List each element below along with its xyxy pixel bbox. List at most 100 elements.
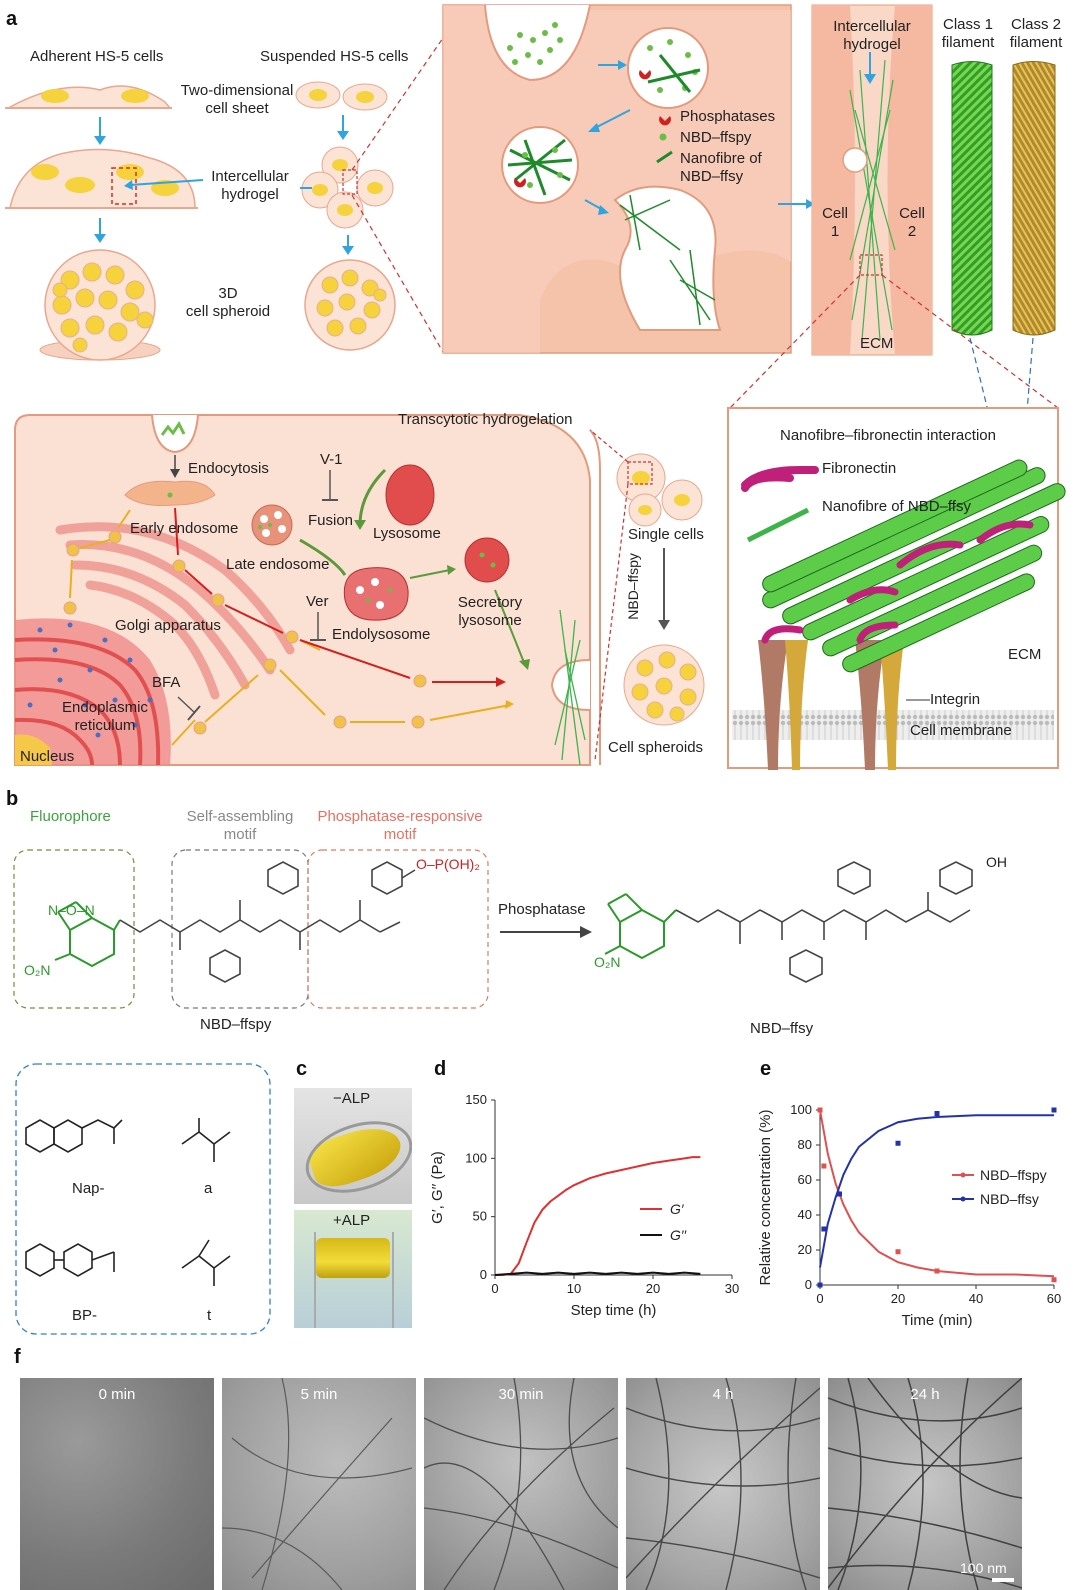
tem-fibres-24h <box>828 1378 1022 1590</box>
tem-image-30min: 30 min <box>424 1378 618 1590</box>
data-point-nbd-ffsy <box>895 1140 901 1146</box>
junction-hydrogel-label: Intercellular hydrogel <box>818 18 926 54</box>
x-tick-label: 0 <box>491 1281 498 1296</box>
er-line1: Endoplasmic <box>62 699 148 716</box>
tem-label-5min: 5 min <box>300 1386 338 1403</box>
x-axis-label: Step time (h) <box>571 1302 657 1319</box>
secretory-line2: lysosome <box>458 612 522 629</box>
class2-line1: Class 2 <box>1010 16 1062 33</box>
legend-nbd-ffspy: NBD–ffspy <box>680 129 752 146</box>
minus-alp-photo <box>294 1088 412 1204</box>
tem-label-4h: 4 h <box>712 1386 734 1403</box>
y-tick-label: 60 <box>798 1172 812 1187</box>
self-assembling-line2: motif <box>223 826 257 843</box>
x-tick-label: 30 <box>725 1281 739 1296</box>
y-axis-label: Relative concentration (%) <box>757 1110 774 1286</box>
y-tick-label: 40 <box>798 1207 812 1222</box>
spheroid-line1: 3D <box>218 285 238 302</box>
cell2-line1: Cell <box>899 205 925 222</box>
right-o2n: O₂N <box>594 954 621 970</box>
self-assembling-label: Self-assembling motif <box>175 808 305 844</box>
legend-label-g-double-prime: G′′ <box>670 1227 688 1243</box>
phosphatase-responsive-line1: Phosphatase-responsive <box>317 808 483 825</box>
bfa-label: BFA <box>152 674 181 691</box>
phosphatase-responsive-label: Phosphatase-responsive motif <box>305 808 495 844</box>
left-n-o-n: N–O–N <box>48 902 95 918</box>
transcytosis-cell <box>14 414 601 766</box>
panel-b-structures <box>13 849 973 1009</box>
two-dimensional-line2: cell sheet <box>205 100 269 117</box>
adherent-title: Adherent HS-5 cells <box>30 48 164 65</box>
x-tick-label: 10 <box>567 1281 581 1296</box>
scale-bar <box>992 1578 1014 1582</box>
self-assembling-line1: Self-assembling <box>186 808 294 825</box>
data-point-nbd-ffspy <box>895 1249 901 1255</box>
adherent-cell-sheet <box>5 85 172 109</box>
cell2-line2: 2 <box>907 223 917 240</box>
data-point-nbd-ffspy <box>934 1268 940 1274</box>
data-point-nbd-ffsy <box>934 1111 940 1116</box>
tem-image-24h: 24 h <box>828 1378 1022 1590</box>
x-tick-label: 40 <box>969 1291 983 1306</box>
intercellular-hydrogel-line1: Intercellular <box>211 168 289 185</box>
right-compound-name: NBD–ffsy <box>750 1020 814 1037</box>
nf-interaction-title: Nanofibre–fibronectin interaction <box>780 427 996 444</box>
v1-label: V-1 <box>320 451 343 468</box>
tem-label-24h: 24 h <box>910 1386 940 1403</box>
cell-junction-panel <box>811 4 933 356</box>
cell-spheroids-label: Cell spheroids <box>608 739 704 756</box>
legend-nanofibre: Nanofibre of NBD–ffsy <box>680 150 762 186</box>
tem-fibres-5min <box>222 1378 413 1590</box>
t-label: t <box>207 1307 212 1324</box>
class1-filament <box>951 61 993 336</box>
er-line2: reticulum <box>74 717 136 734</box>
minus-alp-tube-rim <box>296 1108 412 1204</box>
late-endosome-label: Late endosome <box>226 556 330 573</box>
junction-hydrogel-line2: hydrogel <box>843 36 901 53</box>
ecm-interaction-panel <box>727 407 1066 770</box>
nap-label: Nap- <box>72 1180 105 1197</box>
ver-label: Ver <box>306 593 329 610</box>
panel-label-d: d <box>434 1058 447 1080</box>
fit-line-nbd-ffspy <box>819 1109 1055 1278</box>
nanofibre-ffsy-label: Nanofibre of NBD–ffsy <box>822 498 971 515</box>
legend-marker-nbd-ffsy <box>960 1196 966 1202</box>
cell1-line1: Cell <box>822 205 848 222</box>
x-tick-label: 0 <box>816 1291 823 1306</box>
tem-label-30min: 30 min <box>498 1386 544 1403</box>
phosphatase-responsive-line2: motif <box>383 826 417 843</box>
class1-line2: filament <box>941 34 995 51</box>
two-dimensional-label: Two-dimensional cell sheet <box>172 82 302 118</box>
nucleus-label: Nucleus <box>20 748 75 765</box>
golgi-label: Golgi apparatus <box>115 617 221 634</box>
class2-label: Class 2 filament <box>1004 16 1068 52</box>
legend-nanofibre-line1: Nanofibre of <box>680 150 762 167</box>
y-tick-label: 50 <box>473 1209 487 1224</box>
er-label: Endoplasmic reticulum <box>55 699 155 735</box>
fibronectin-label: Fibronectin <box>822 460 897 477</box>
intercellular-hydrogel-label: Intercellular hydrogel <box>200 168 300 204</box>
cell-spheroids-illustration <box>623 644 705 726</box>
x-tick-label: 20 <box>646 1281 660 1296</box>
plus-alp-tube <box>314 1232 394 1328</box>
data-point-nbd-ffspy <box>1051 1277 1057 1283</box>
integrin-label: Integrin <box>930 691 981 708</box>
y-tick-label: 0 <box>805 1277 812 1292</box>
suspended-spheroid <box>304 259 396 351</box>
left-o2n: O₂N <box>24 962 51 978</box>
adherent-spheroid <box>39 249 161 361</box>
data-point-nbd-ffsy <box>817 1282 823 1288</box>
panel-label-f: f <box>14 1346 21 1368</box>
series-line-g-prime <box>495 1156 701 1276</box>
panel-label-e: e <box>760 1058 772 1080</box>
phosphate-group: O–P(OH)₂ <box>416 856 480 872</box>
class1-label: Class 1 filament <box>936 16 1000 52</box>
vertical-ffspy-label: NBD–ffspy <box>624 553 641 620</box>
cell-membrane-label: Cell membrane <box>910 722 1012 739</box>
tem-image-0min: 0 min <box>20 1378 214 1590</box>
single-cells-label: Single cells <box>628 526 704 543</box>
tem-image-5min: 5 min <box>222 1378 416 1590</box>
y-tick-label: 80 <box>798 1137 812 1152</box>
two-dimensional-line1: Two-dimensional <box>180 82 294 99</box>
